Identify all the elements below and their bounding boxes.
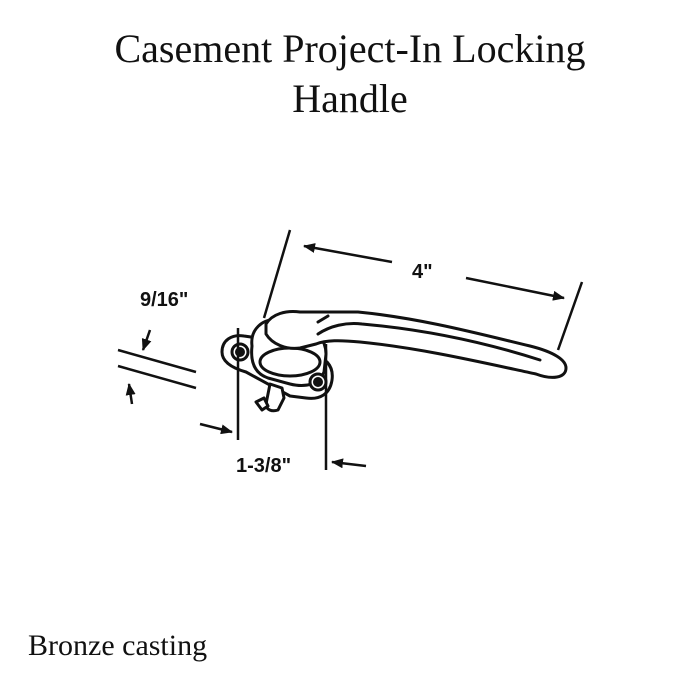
length-arrow-left [303, 243, 393, 264]
thickness-arrow-bottom [125, 383, 136, 405]
spindle-tip [254, 396, 270, 412]
thickness-arrow-top [141, 329, 152, 351]
base-arrow-left [199, 422, 233, 435]
length-label: 4" [412, 261, 433, 283]
base-arrow-right [331, 458, 367, 469]
base-width-label: 1-3/8" [236, 455, 291, 477]
hub-ring [258, 346, 322, 378]
material-caption: Bronze casting [28, 629, 208, 662]
thickness-label: 9/16" [140, 289, 188, 311]
title-line-2: Handle [292, 76, 408, 121]
length-extension-right [556, 281, 584, 351]
length-extension-left [262, 229, 292, 319]
base-width-dimension [199, 328, 367, 470]
thickness-dimension [117, 329, 197, 405]
length-dimension [262, 229, 584, 351]
lever-joint [316, 314, 330, 324]
screw-hole-right-inner [313, 377, 323, 387]
handle-illustration [220, 310, 568, 413]
lever-arm [264, 310, 568, 379]
thickness-line-top [117, 348, 197, 374]
page-title: Casement Project-In Locking Handle [0, 24, 700, 124]
length-arrow-right [465, 276, 565, 301]
lever-ridge [316, 322, 542, 362]
thickness-line-bottom [117, 364, 197, 390]
title-line-1: Casement Project-In Locking [114, 26, 586, 71]
